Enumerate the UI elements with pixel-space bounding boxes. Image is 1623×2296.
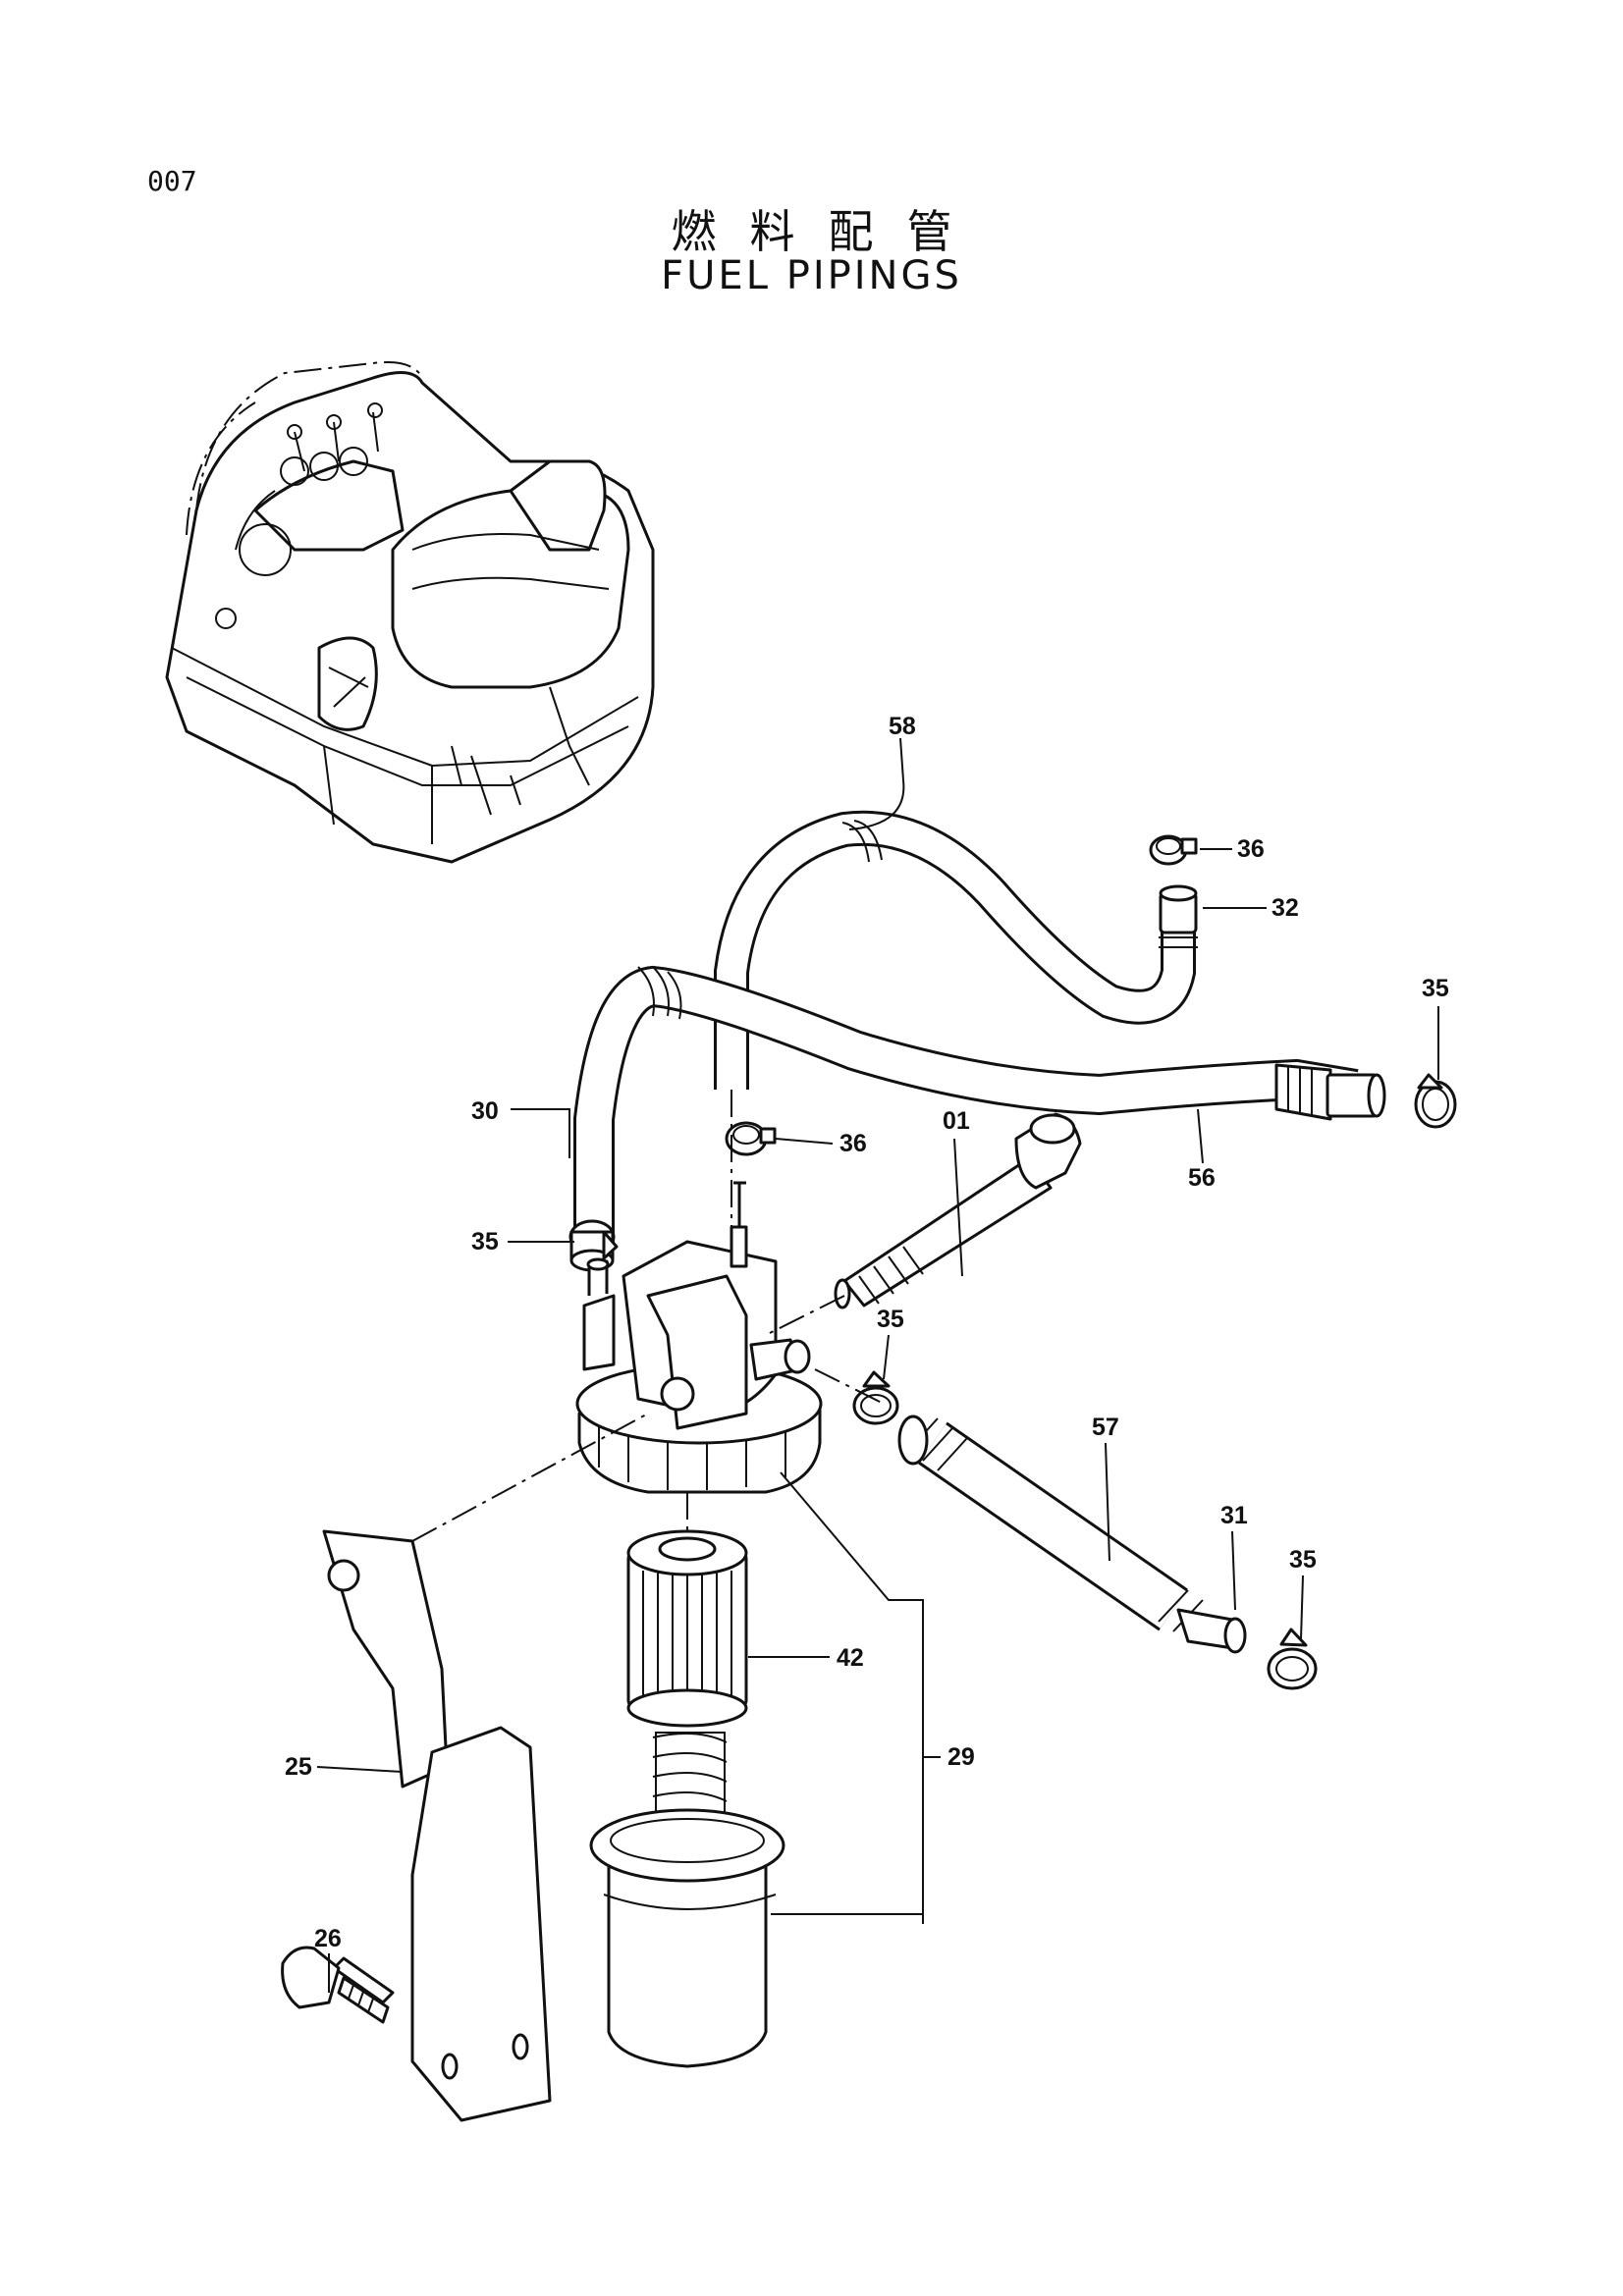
leader-lines: [316, 737, 1439, 1993]
title-japanese: 燃料配管: [671, 205, 986, 258]
callout-32: 32: [1271, 894, 1299, 922]
bracket-25: [322, 1529, 552, 2122]
callout-30: 30: [471, 1097, 499, 1125]
assembly-line-hose57: [814, 1368, 885, 1405]
callout-26: 26: [314, 1925, 342, 1952]
bolt-26: [281, 1946, 395, 2024]
callout-42: 42: [837, 1644, 864, 1672]
fitting-56-end: [1274, 1063, 1386, 1121]
clamp-35-right: [1414, 1073, 1457, 1129]
callout-25: 25: [285, 1753, 312, 1781]
clamp-36-top: [1149, 834, 1198, 866]
filter-element-42: [626, 1529, 748, 1728]
fitting-32: [1159, 884, 1198, 948]
callout-35-right: 35: [1422, 975, 1449, 1002]
assembly-line-bolt: [765, 1295, 845, 1336]
fuel-filter-head: [575, 1181, 823, 1494]
bolt-01: [834, 1112, 1082, 1309]
callout-35-lower: 35: [1289, 1546, 1317, 1574]
callout-56: 56: [1188, 1164, 1216, 1192]
clamp-36-mid: [725, 1121, 777, 1156]
page-number: 007: [147, 165, 197, 197]
machine-overview-illustration: [165, 361, 655, 864]
hose-58: [714, 810, 1196, 1090]
callout-36-mid: 36: [839, 1130, 867, 1157]
callout-36-top: 36: [1237, 835, 1265, 863]
callout-29: 29: [947, 1743, 975, 1771]
filter-bowl-29: [589, 1732, 785, 2068]
callout-31: 31: [1220, 1502, 1248, 1529]
title-english: FUEL PIPINGS: [661, 253, 962, 298]
callout-57: 57: [1092, 1414, 1119, 1441]
hose-57: [897, 1415, 1247, 1654]
callout-35-mid: 35: [877, 1306, 904, 1333]
hose-56: [573, 965, 1359, 1247]
callout-35-left: 35: [471, 1228, 499, 1255]
callout-01: 01: [943, 1107, 970, 1135]
clamp-35-mid: [852, 1370, 899, 1425]
clamp-35-lower: [1267, 1628, 1318, 1690]
callout-58: 58: [889, 713, 916, 740]
